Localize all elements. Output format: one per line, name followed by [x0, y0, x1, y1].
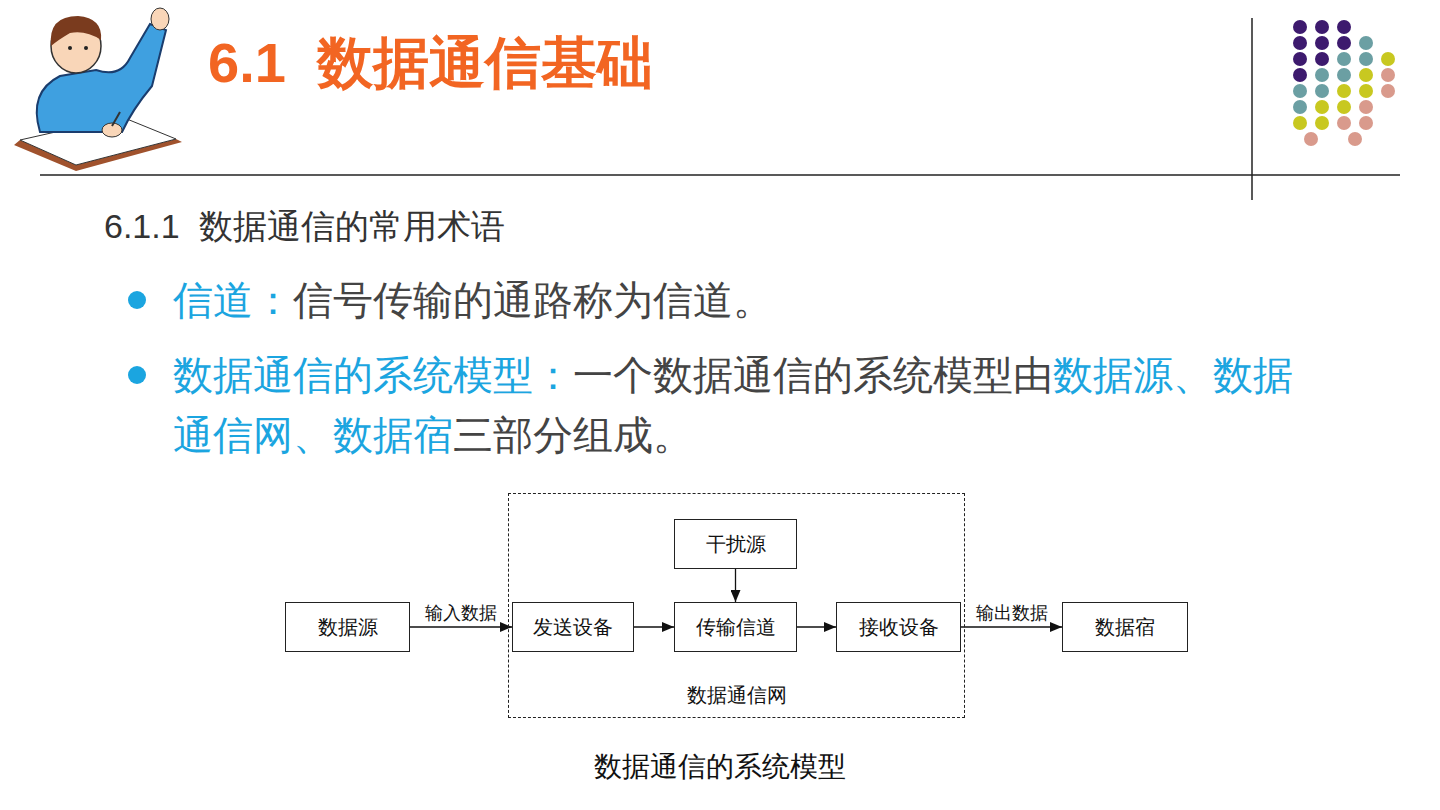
bullet-text: 数据通信的系统模型： [173, 353, 573, 397]
node-label: 传输信道 [696, 615, 776, 639]
arrow-connector [735, 569, 736, 602]
deco-dot [1293, 68, 1307, 82]
corner-rule [1251, 18, 1253, 200]
deco-dot [1337, 52, 1351, 66]
network-group: 数据通信网 干扰源发送设备 传输信道 接收设备 [508, 493, 965, 718]
node-label: 数据源 [318, 615, 378, 639]
deco-dot [1337, 68, 1351, 82]
deco-dot [1315, 84, 1329, 98]
deco-dot [1381, 68, 1395, 82]
deco-dot [1293, 20, 1307, 34]
deco-dot [1337, 20, 1351, 34]
process-box: 传输信道 [674, 602, 797, 652]
title-rule [40, 174, 1400, 176]
raised-hand [151, 8, 169, 30]
arrow-connector [410, 626, 512, 627]
deco-dot [1359, 68, 1373, 82]
text-paragraph: 信道：信号传输的通路称为信道。 [173, 270, 1323, 330]
process-box: 数据源 [285, 602, 410, 652]
arrow-connector [961, 626, 1062, 627]
deco-dot [1315, 68, 1329, 82]
deco-dot [1359, 100, 1373, 114]
process-box: 干扰源 [674, 519, 797, 569]
dot-grid [1293, 20, 1395, 146]
deco-dot [1359, 52, 1373, 66]
deco-dot [1293, 52, 1307, 66]
deco-dot [1315, 52, 1329, 66]
arrow-connector [797, 626, 836, 627]
eye [84, 46, 88, 50]
section-heading: 6.1.1 数据通信的常用术语 [104, 207, 505, 245]
deco-dot [1381, 52, 1395, 66]
node-label: 数据通信网 [509, 683, 964, 707]
bullet-text: 信号传输的通路称为信道。 [293, 278, 773, 322]
deco-dot [1359, 116, 1373, 130]
bullet-text: 三部分组成。 [453, 413, 693, 457]
process-box: 接收设备 [836, 602, 961, 652]
deco-dot [1293, 100, 1307, 114]
deco-dot [1304, 132, 1318, 146]
node-label: 数据宿 [1095, 615, 1155, 639]
bullet-dot [128, 291, 146, 309]
process-box: 数据宿 [1062, 602, 1188, 652]
node-label: 接收设备 [859, 615, 939, 639]
deco-dot [1315, 20, 1329, 34]
slide-title: 6.1 数据通信基础 [208, 26, 653, 102]
deco-dot [1337, 100, 1351, 114]
hair [51, 16, 101, 46]
edge-label: 输入数据 [423, 602, 499, 624]
deco-dot [1293, 84, 1307, 98]
deco-dot [1348, 132, 1362, 146]
deco-dot [1337, 84, 1351, 98]
bullet-text: 信道： [173, 278, 293, 322]
deco-dot [1359, 84, 1373, 98]
node-label: 干扰源 [706, 532, 766, 556]
deco-dot [1337, 116, 1351, 130]
bullet-dot [128, 366, 146, 384]
node-label: 发送设备 [533, 615, 613, 639]
student-cartoon [14, 8, 182, 171]
text-paragraph: 数据通信的系统模型：一个数据通信的系统模型由数据源、数据通信网、数据宿三部分组成… [173, 345, 1323, 465]
figure-caption: 数据通信的系统模型 [0, 748, 1440, 786]
bullet-text: 一个数据通信的系统模型由 [573, 353, 1053, 397]
deco-dot [1315, 116, 1329, 130]
deco-dot [1315, 100, 1329, 114]
deco-dot [1315, 36, 1329, 50]
deco-dot [1337, 36, 1351, 50]
arrow-connector [634, 626, 674, 627]
deco-dot [1293, 36, 1307, 50]
pen [112, 112, 120, 126]
edge-label: 输出数据 [974, 602, 1050, 624]
text-paragraph: 6.1.1 数据通信的常用术语 [104, 204, 1204, 248]
process-box: 发送设备 [512, 602, 634, 652]
eye [68, 46, 72, 50]
deco-dot [1293, 116, 1307, 130]
deco-dot [1381, 84, 1395, 98]
deco-dot [1359, 36, 1373, 50]
